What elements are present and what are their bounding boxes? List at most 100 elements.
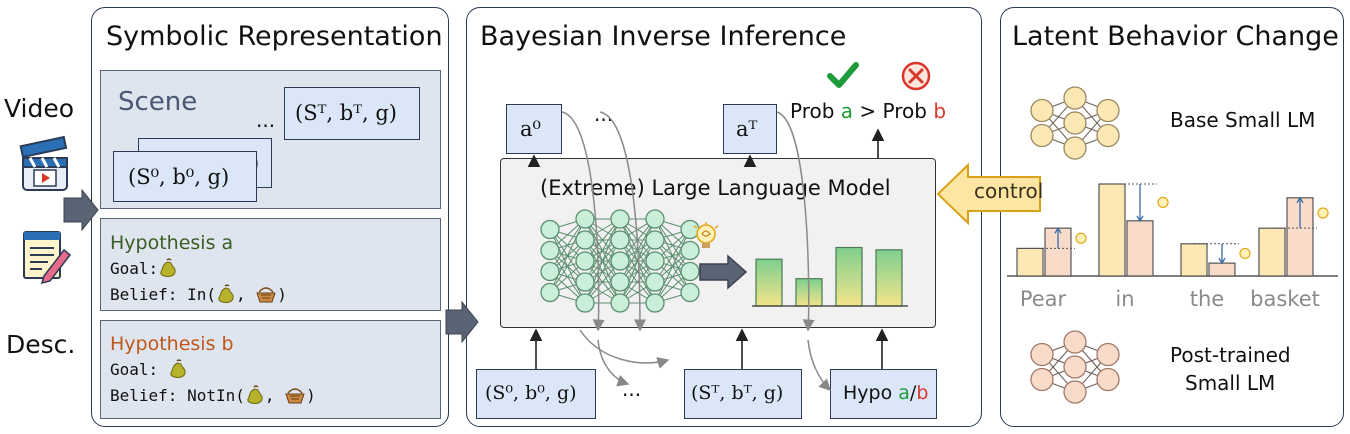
base-model-label: Base Small LM [1170,108,1316,132]
category-label: basket [1250,287,1320,311]
hypothesis-b-title: Hypothesis b [110,333,234,355]
hypo-label: Hypo a/b [843,382,928,404]
hypothesis-a-title: Hypothesis a [110,232,234,254]
input-state-T-text: (Sᵀ, bᵀ, g) [691,382,784,404]
category-label: the [1190,287,1224,311]
control-label: control [974,179,1044,203]
cross-icon [900,60,932,92]
basket-icon [285,388,305,404]
network-node [1096,98,1120,123]
hypo-box: Hypo a/b [830,369,937,419]
network-node [540,261,560,282]
network-node [540,282,560,303]
hypothesis-a-goal-text: Goal: [110,259,159,278]
base-model-bar [1180,243,1208,277]
hypothesis-a-belief: Belief: In(, ) [110,284,287,304]
network-node [610,209,630,229]
pear-icon [218,284,234,303]
right-arrow-icon [698,254,748,290]
network-node [540,240,560,261]
pear-icon [160,258,176,277]
action-ellipsis: ... [594,102,614,126]
llm-network-icon [540,206,700,316]
network-node [645,209,665,229]
post-network-icon [1030,330,1120,404]
network-node [1096,367,1120,392]
hypothesis-b-belief-sep: , [264,386,275,405]
base-model-bar [1098,183,1126,277]
prob-b-text: Prob [882,99,927,123]
llm-bar-chart [752,228,912,308]
input-state-T-box: (Sᵀ, bᵀ, g) [684,369,802,419]
network-node [575,293,595,313]
hypo-prefix: Hypo [843,382,893,404]
post-model-bar [1126,220,1154,277]
symbolic-representation-title: Symbolic Representation [106,21,443,52]
network-node [575,272,595,292]
network-node [1063,136,1087,160]
network-node [645,251,665,271]
check-icon [826,61,860,91]
desc-label: Desc. [6,330,76,359]
latent-behavior-title: Latent Behavior Change [1012,21,1339,52]
hypothesis-b-box [100,320,441,419]
network-edge [654,229,691,283]
bulb-icon [1075,232,1087,244]
network-node [610,272,630,292]
input-state-0-text: (S⁰, b⁰, g) [485,382,577,404]
base-model-bar [1258,227,1286,277]
prob-a-letter: a [840,99,854,123]
hypothesis-a-goal: Goal: [110,258,178,278]
hypothesis-b-belief-suffix: ) [306,386,316,405]
hypothesis-b-belief: Belief: NotIn(, ) [110,385,316,405]
hypo-a: a [898,382,910,404]
scene-state-0-text: (S⁰, b⁰, g) [128,165,230,189]
network-node [1063,380,1087,404]
scene-state-0: (S⁰, b⁰, g) [113,151,257,202]
prob-b-letter: b [933,99,947,123]
hypo-slash: / [909,382,917,404]
network-edge [654,250,691,304]
hypothesis-a-belief-prefix: Belief: In( [110,285,216,304]
hypothesis-b-goal-text: Goal: [110,360,168,379]
network-node [610,230,630,250]
network-node [575,251,595,271]
action-T-text: aᵀ [736,117,758,141]
hypo-b: b [916,382,929,404]
control-arrow: control [936,162,1044,226]
pear-icon [247,385,263,404]
brain-bulb-icon [692,222,722,252]
action-T-box: aᵀ [723,104,777,154]
network-node [680,282,700,303]
pear-icon [170,359,186,378]
network-node [1063,330,1087,354]
bulb-icon [1157,196,1169,208]
hypothesis-b-goal: Goal: [110,359,188,379]
prob-comparison: Prob a > Prob b [790,99,946,123]
network-node [1096,123,1120,148]
shift-arrow-head [1218,257,1226,265]
bayesian-inference-title: Bayesian Inverse Inference [480,21,847,52]
shift-arrow-head [1136,215,1144,223]
post-model-label-2: Small LM [1185,371,1276,395]
network-node [1030,342,1054,367]
llm-bar [835,246,863,307]
llm-bar [795,278,823,307]
network-edge [654,229,691,304]
clapperboard-icon [19,135,72,194]
action-0-text: a⁰ [520,117,541,141]
network-node [1063,111,1087,135]
video-label: Video [4,94,75,123]
prob-cmp: > [859,99,877,123]
llm-bar [875,249,903,307]
network-node [1030,367,1054,392]
network-node [575,230,595,250]
network-node [645,272,665,292]
scene-ellipsis: ... [256,108,276,132]
hypothesis-a-belief-suffix: ) [277,285,287,304]
network-node [610,293,630,313]
bulb-icon [1239,247,1251,260]
shift-arrow-head [1296,196,1304,204]
hypothesis-a-belief-sep: , [235,285,246,304]
